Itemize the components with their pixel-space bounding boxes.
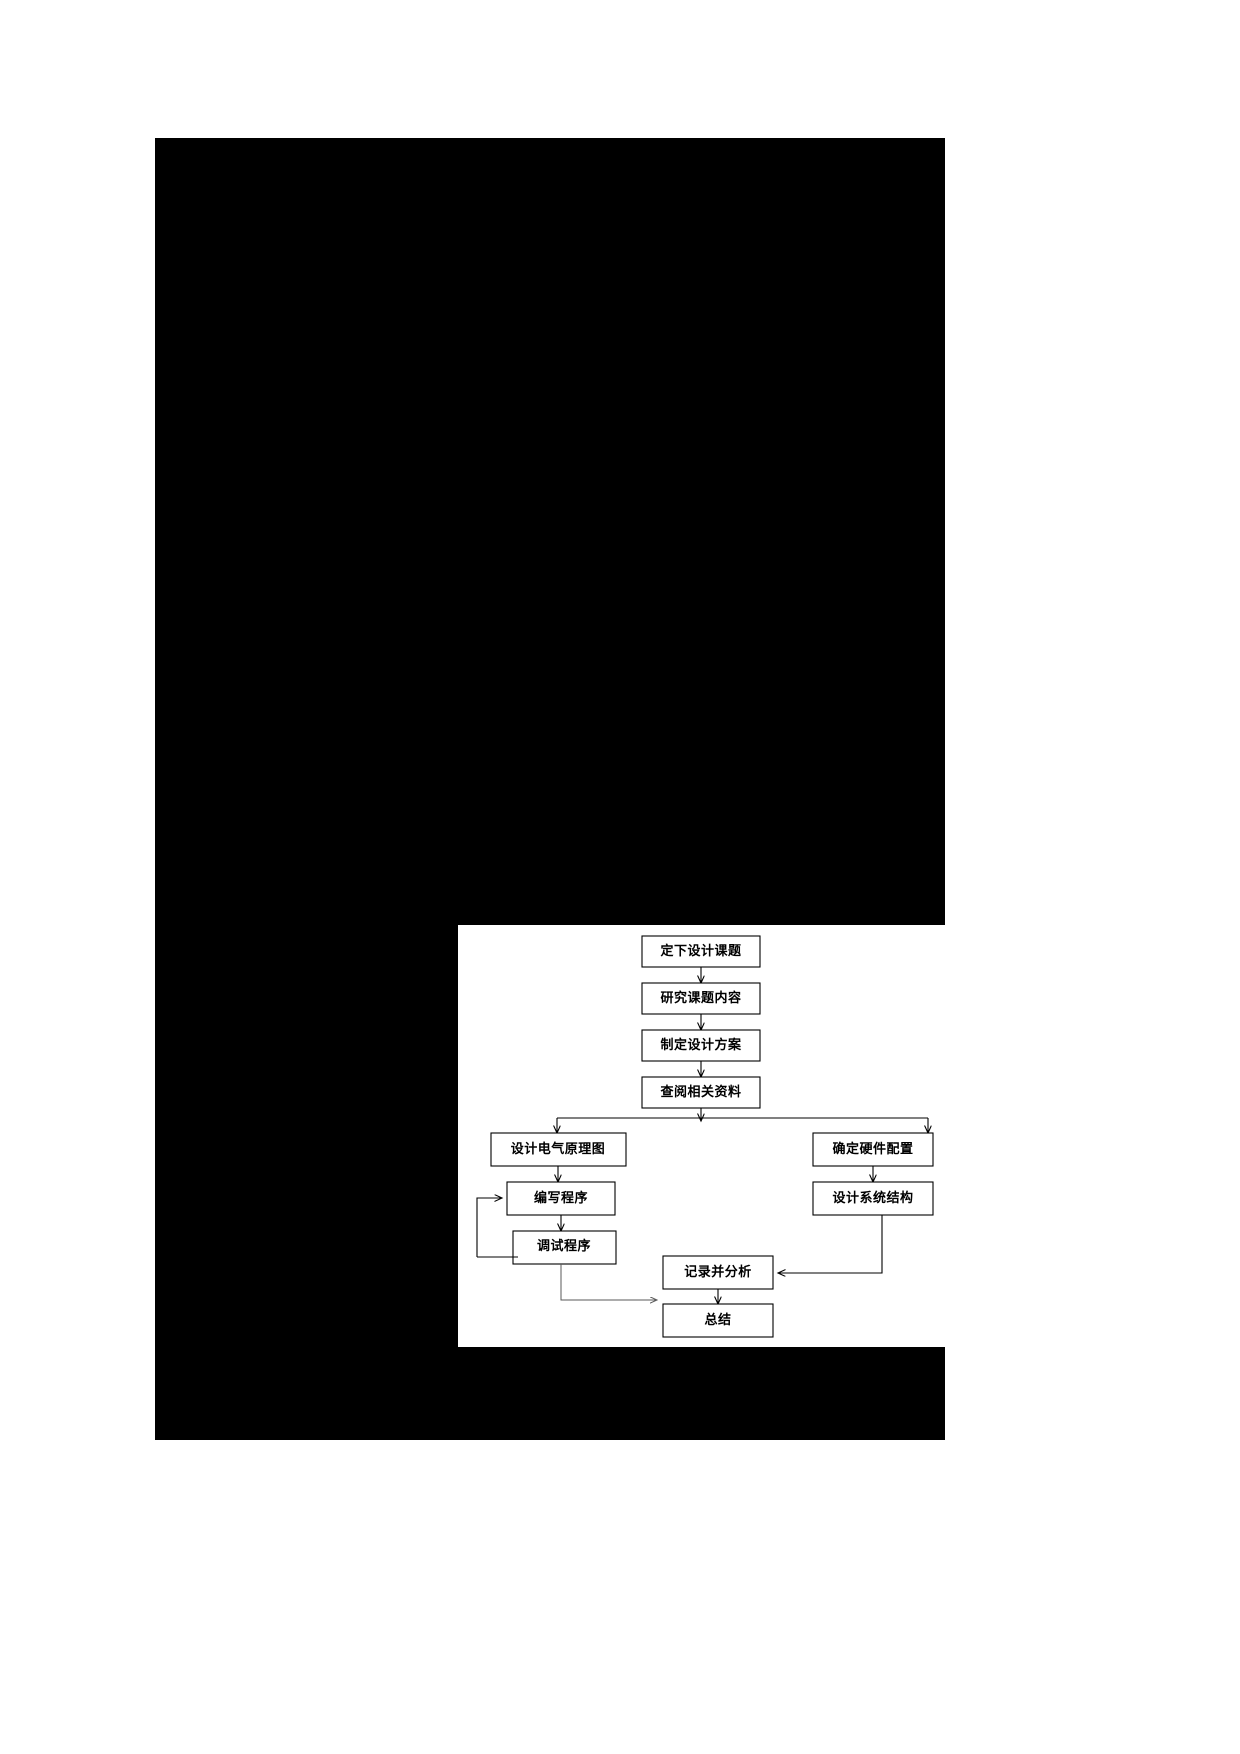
- scanned-page-background: 定下设计课题 研究课题内容 制定设计方案 查阅相关资料: [155, 138, 963, 1440]
- node-design-electrical-schematic[interactable]: 设计电气原理图: [490, 1132, 627, 1167]
- node-debug-program[interactable]: 调试程序: [512, 1230, 617, 1265]
- node-label: 查阅相关资料: [659, 1084, 741, 1099]
- node-label: 定下设计课题: [659, 943, 742, 958]
- node-label: 研究课题内容: [660, 990, 741, 1005]
- edge-n9-n10: [778, 1215, 883, 1273]
- node-label: 总结: [704, 1312, 731, 1327]
- node-label: 设计系统结构: [832, 1190, 913, 1205]
- node-label: 调试程序: [537, 1238, 591, 1253]
- node-design-system-structure[interactable]: 设计系统结构: [812, 1181, 934, 1216]
- node-consult-related-materials[interactable]: 查阅相关资料: [641, 1076, 761, 1109]
- flowchart-figure-panel: 定下设计课题 研究课题内容 制定设计方案 查阅相关资料: [458, 925, 963, 1347]
- node-record-and-analyze[interactable]: 记录并分析: [662, 1255, 774, 1290]
- node-label: 编写程序: [534, 1190, 588, 1205]
- node-box: [641, 982, 761, 1015]
- node-box: [506, 1181, 616, 1216]
- node-determine-hardware-config[interactable]: 确定硬件配置: [812, 1132, 934, 1167]
- node-summary[interactable]: 总结: [662, 1303, 774, 1338]
- node-box: [641, 1029, 761, 1062]
- node-research-topic-content[interactable]: 研究课题内容: [641, 982, 761, 1015]
- node-box: [512, 1230, 617, 1265]
- node-formulate-design-plan[interactable]: 制定设计方案: [641, 1029, 761, 1062]
- node-box: [662, 1303, 774, 1338]
- node-box: [662, 1255, 774, 1290]
- node-label: 制定设计方案: [660, 1037, 742, 1052]
- node-label: 记录并分析: [684, 1264, 752, 1279]
- node-label: 设计电气原理图: [511, 1141, 606, 1156]
- node-define-design-topic[interactable]: 定下设计课题: [641, 935, 761, 968]
- node-box: [490, 1132, 627, 1167]
- edge-n7-n10: [560, 1264, 657, 1300]
- node-box: [641, 935, 761, 968]
- node-box: [812, 1181, 934, 1216]
- flowchart-svg: 定下设计课题 研究课题内容 制定设计方案 查阅相关资料: [476, 935, 934, 1338]
- node-write-program[interactable]: 编写程序: [506, 1181, 616, 1216]
- node-label: 确定硬件配置: [832, 1141, 913, 1156]
- edge-n7-n6-feedback: [476, 1198, 502, 1257]
